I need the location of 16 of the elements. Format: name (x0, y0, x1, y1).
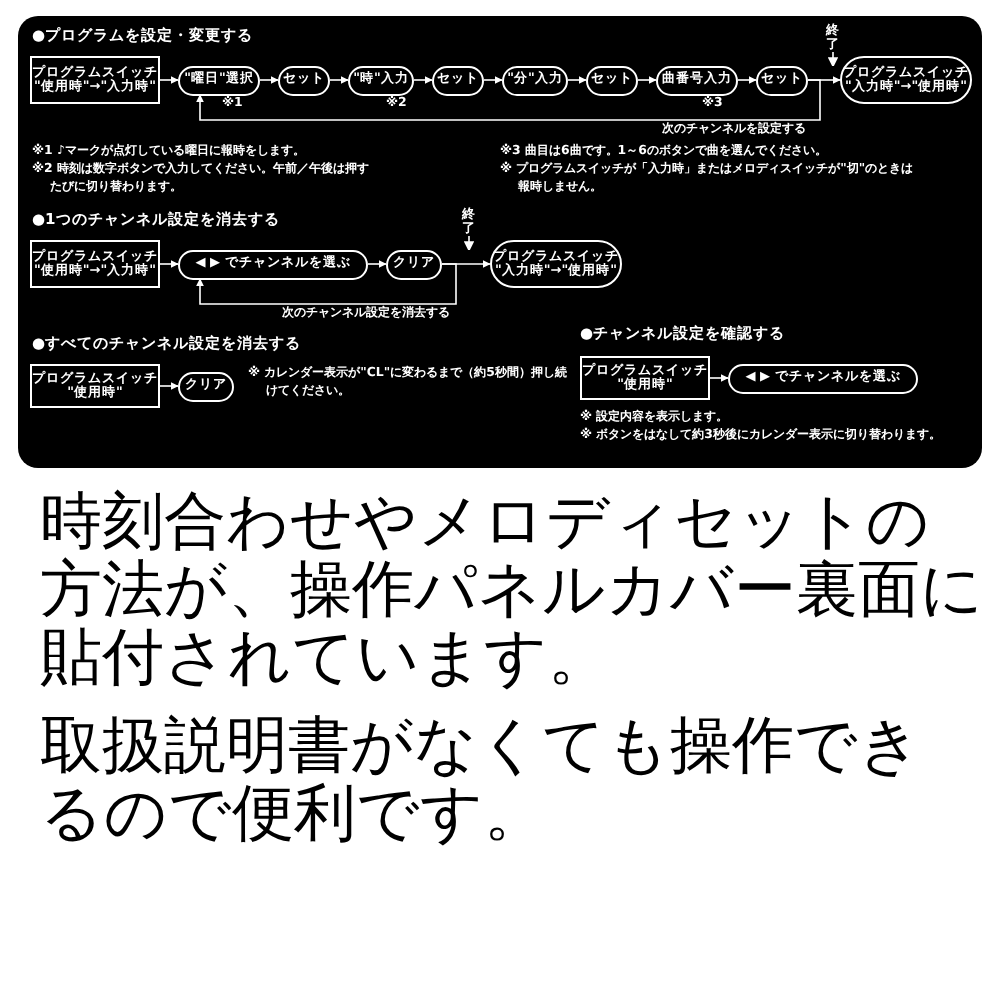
arrow (196, 79, 821, 121)
arrow (637, 76, 657, 84)
arrow (737, 76, 757, 84)
arrow (159, 260, 179, 268)
arrow (329, 76, 349, 84)
arrow (159, 76, 179, 84)
arrow (367, 260, 387, 268)
arrow (259, 76, 279, 84)
caption-text: 時刻合わせやメロディセットの方法が、操作パネルカバー裏面に貼付されています。 (40, 488, 984, 692)
arrow (413, 76, 433, 84)
arrow (483, 76, 503, 84)
arrow (567, 76, 587, 84)
arrow (709, 374, 729, 382)
arrow (159, 382, 179, 390)
arrow (196, 263, 457, 305)
caption-text: 取扱説明書がなくても操作できるので便利です。 (40, 712, 924, 848)
